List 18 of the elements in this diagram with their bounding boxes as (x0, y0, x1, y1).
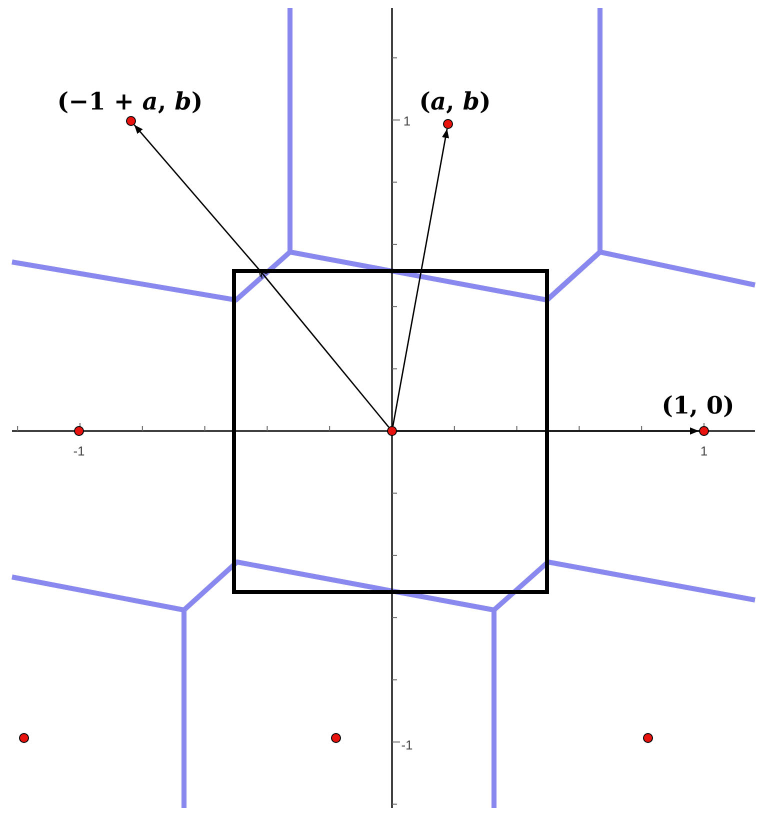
lattice-point (387, 426, 397, 436)
point-label: (−1 + a, b) (57, 86, 203, 116)
lattice-point (331, 733, 341, 743)
point-label: (1, 0) (662, 390, 734, 420)
lattice-point (126, 116, 136, 126)
tick-label: 1 (403, 114, 411, 128)
tick-label: -1 (401, 738, 413, 752)
tick-label: 1 (700, 444, 708, 458)
lattice-point (699, 426, 709, 436)
arrow (392, 128, 450, 426)
tick-label: -1 (73, 444, 85, 458)
arrow (134, 124, 390, 428)
lattice-point (19, 733, 29, 743)
arrow (397, 427, 699, 435)
lattice-point (74, 426, 84, 436)
lattice-point (443, 119, 453, 129)
point-label: (a, b) (419, 86, 491, 116)
lattice-point (643, 733, 653, 743)
